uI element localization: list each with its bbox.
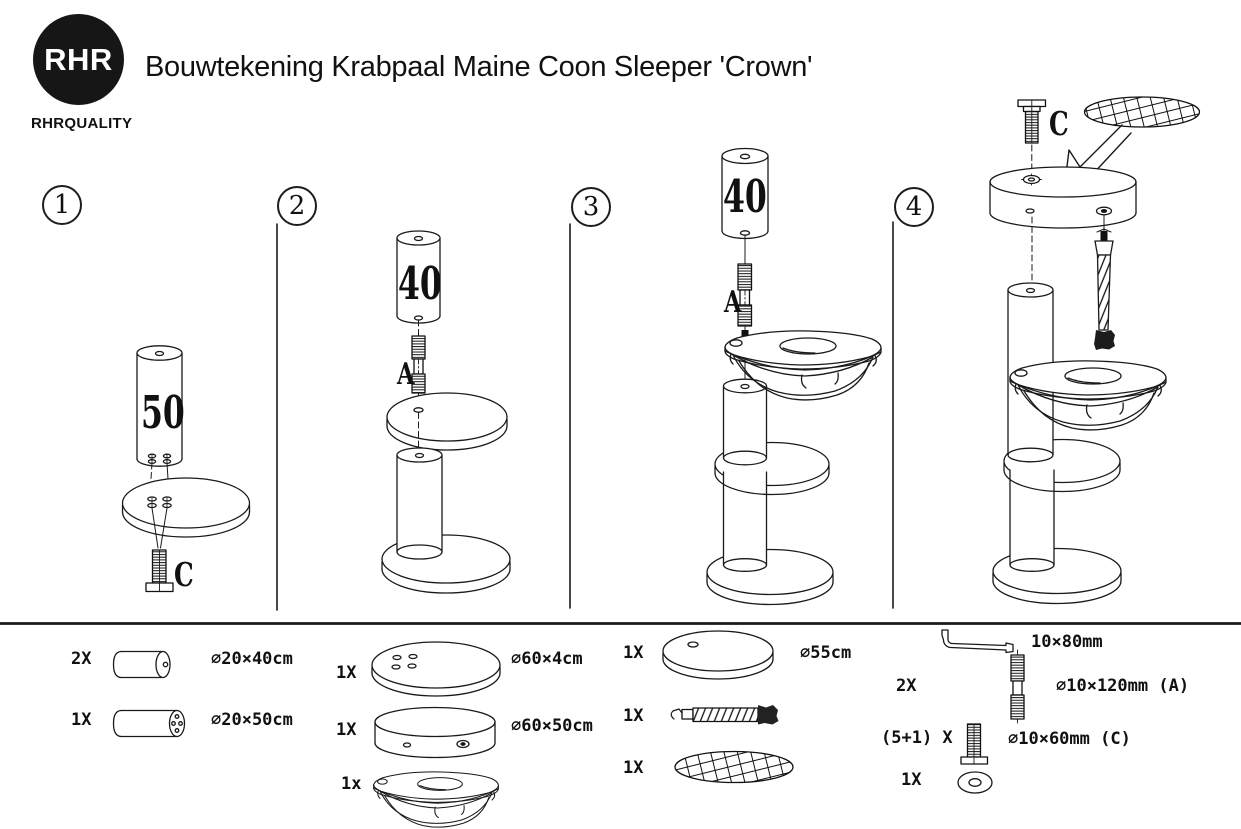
part-qty: 1X [336, 663, 357, 683]
threaded-rod-parts-icon [1010, 649, 1025, 724]
play-rope-parts-icon [670, 705, 779, 725]
step3-drawing [706, 147, 882, 606]
part-dim: ∅60×4cm [511, 649, 583, 669]
part-qty: 1x [341, 774, 362, 794]
threaded-rod-icon [737, 263, 753, 327]
step4-drawing [989, 96, 1201, 605]
step4-number: 4 [894, 187, 934, 227]
part-dim: ∅20×50cm [211, 710, 293, 730]
rhr-logo-text: RHR [44, 41, 113, 77]
round-plate-55-icon [662, 630, 774, 680]
page-title: Bouwtekening Krabpaal Maine Coon Sleeper… [145, 51, 813, 83]
step2-rod-label: A [397, 357, 415, 392]
step3-rod-label: A [724, 285, 742, 320]
part-qty: 1X [623, 643, 644, 663]
part-qty: 1X [901, 770, 922, 790]
part-qty: 1X [623, 706, 644, 726]
part-dim: 10×80mm [1031, 632, 1103, 652]
bolt-c-icon [1017, 99, 1047, 144]
part-qty: 2X [896, 676, 917, 696]
step1-number: 1 [42, 185, 82, 225]
scratch-pole-40-icon [112, 650, 171, 679]
step4-bolt-label: C [1049, 104, 1069, 143]
part-dim: ∅10×120mm (A) [1056, 676, 1190, 696]
bolt-c-icon [145, 549, 174, 593]
part-qty: 1X [623, 758, 644, 778]
brand-name: RHRQUALITY [31, 115, 133, 132]
scratch-pole-50-icon [112, 709, 186, 738]
threaded-rod-icon [411, 335, 426, 394]
rhr-logo: RHR [33, 14, 124, 105]
part-qty: 2X [71, 649, 92, 669]
step1-bolt-label: C [174, 555, 194, 594]
scratch-mat-icon [1083, 96, 1201, 128]
part-qty: (5+1) X [881, 728, 953, 748]
step1-pole-label: 50 [141, 386, 185, 439]
step2-number: 2 [277, 186, 317, 226]
part-dim: ∅60×50cm [511, 716, 593, 736]
part-qty: 1X [336, 720, 357, 740]
round-plate-60-icon [371, 641, 501, 697]
parts-icons [112, 629, 1025, 828]
step2-drawing [381, 230, 511, 594]
part-dim: ∅20×40cm [211, 649, 293, 669]
washer-icon [957, 771, 993, 794]
step1-drawing [121, 345, 251, 593]
sleeper-lounger-icon [373, 771, 499, 828]
part-qty: 1X [71, 710, 92, 730]
part-dim: ∅55cm [800, 643, 852, 663]
step3-number: 3 [571, 187, 611, 227]
section-dividers [0, 221, 1241, 625]
step3-pole-label: 40 [723, 170, 767, 223]
bolt-c-parts-icon [960, 723, 989, 765]
base-drum-60-icon [374, 706, 496, 759]
scratch-mat-parts-icon [674, 750, 794, 784]
step2-pole-label: 40 [398, 257, 442, 310]
part-dim: ∅10×60mm (C) [1008, 729, 1131, 749]
allen-key-icon [941, 629, 1014, 654]
play-rope-icon [1094, 214, 1115, 350]
